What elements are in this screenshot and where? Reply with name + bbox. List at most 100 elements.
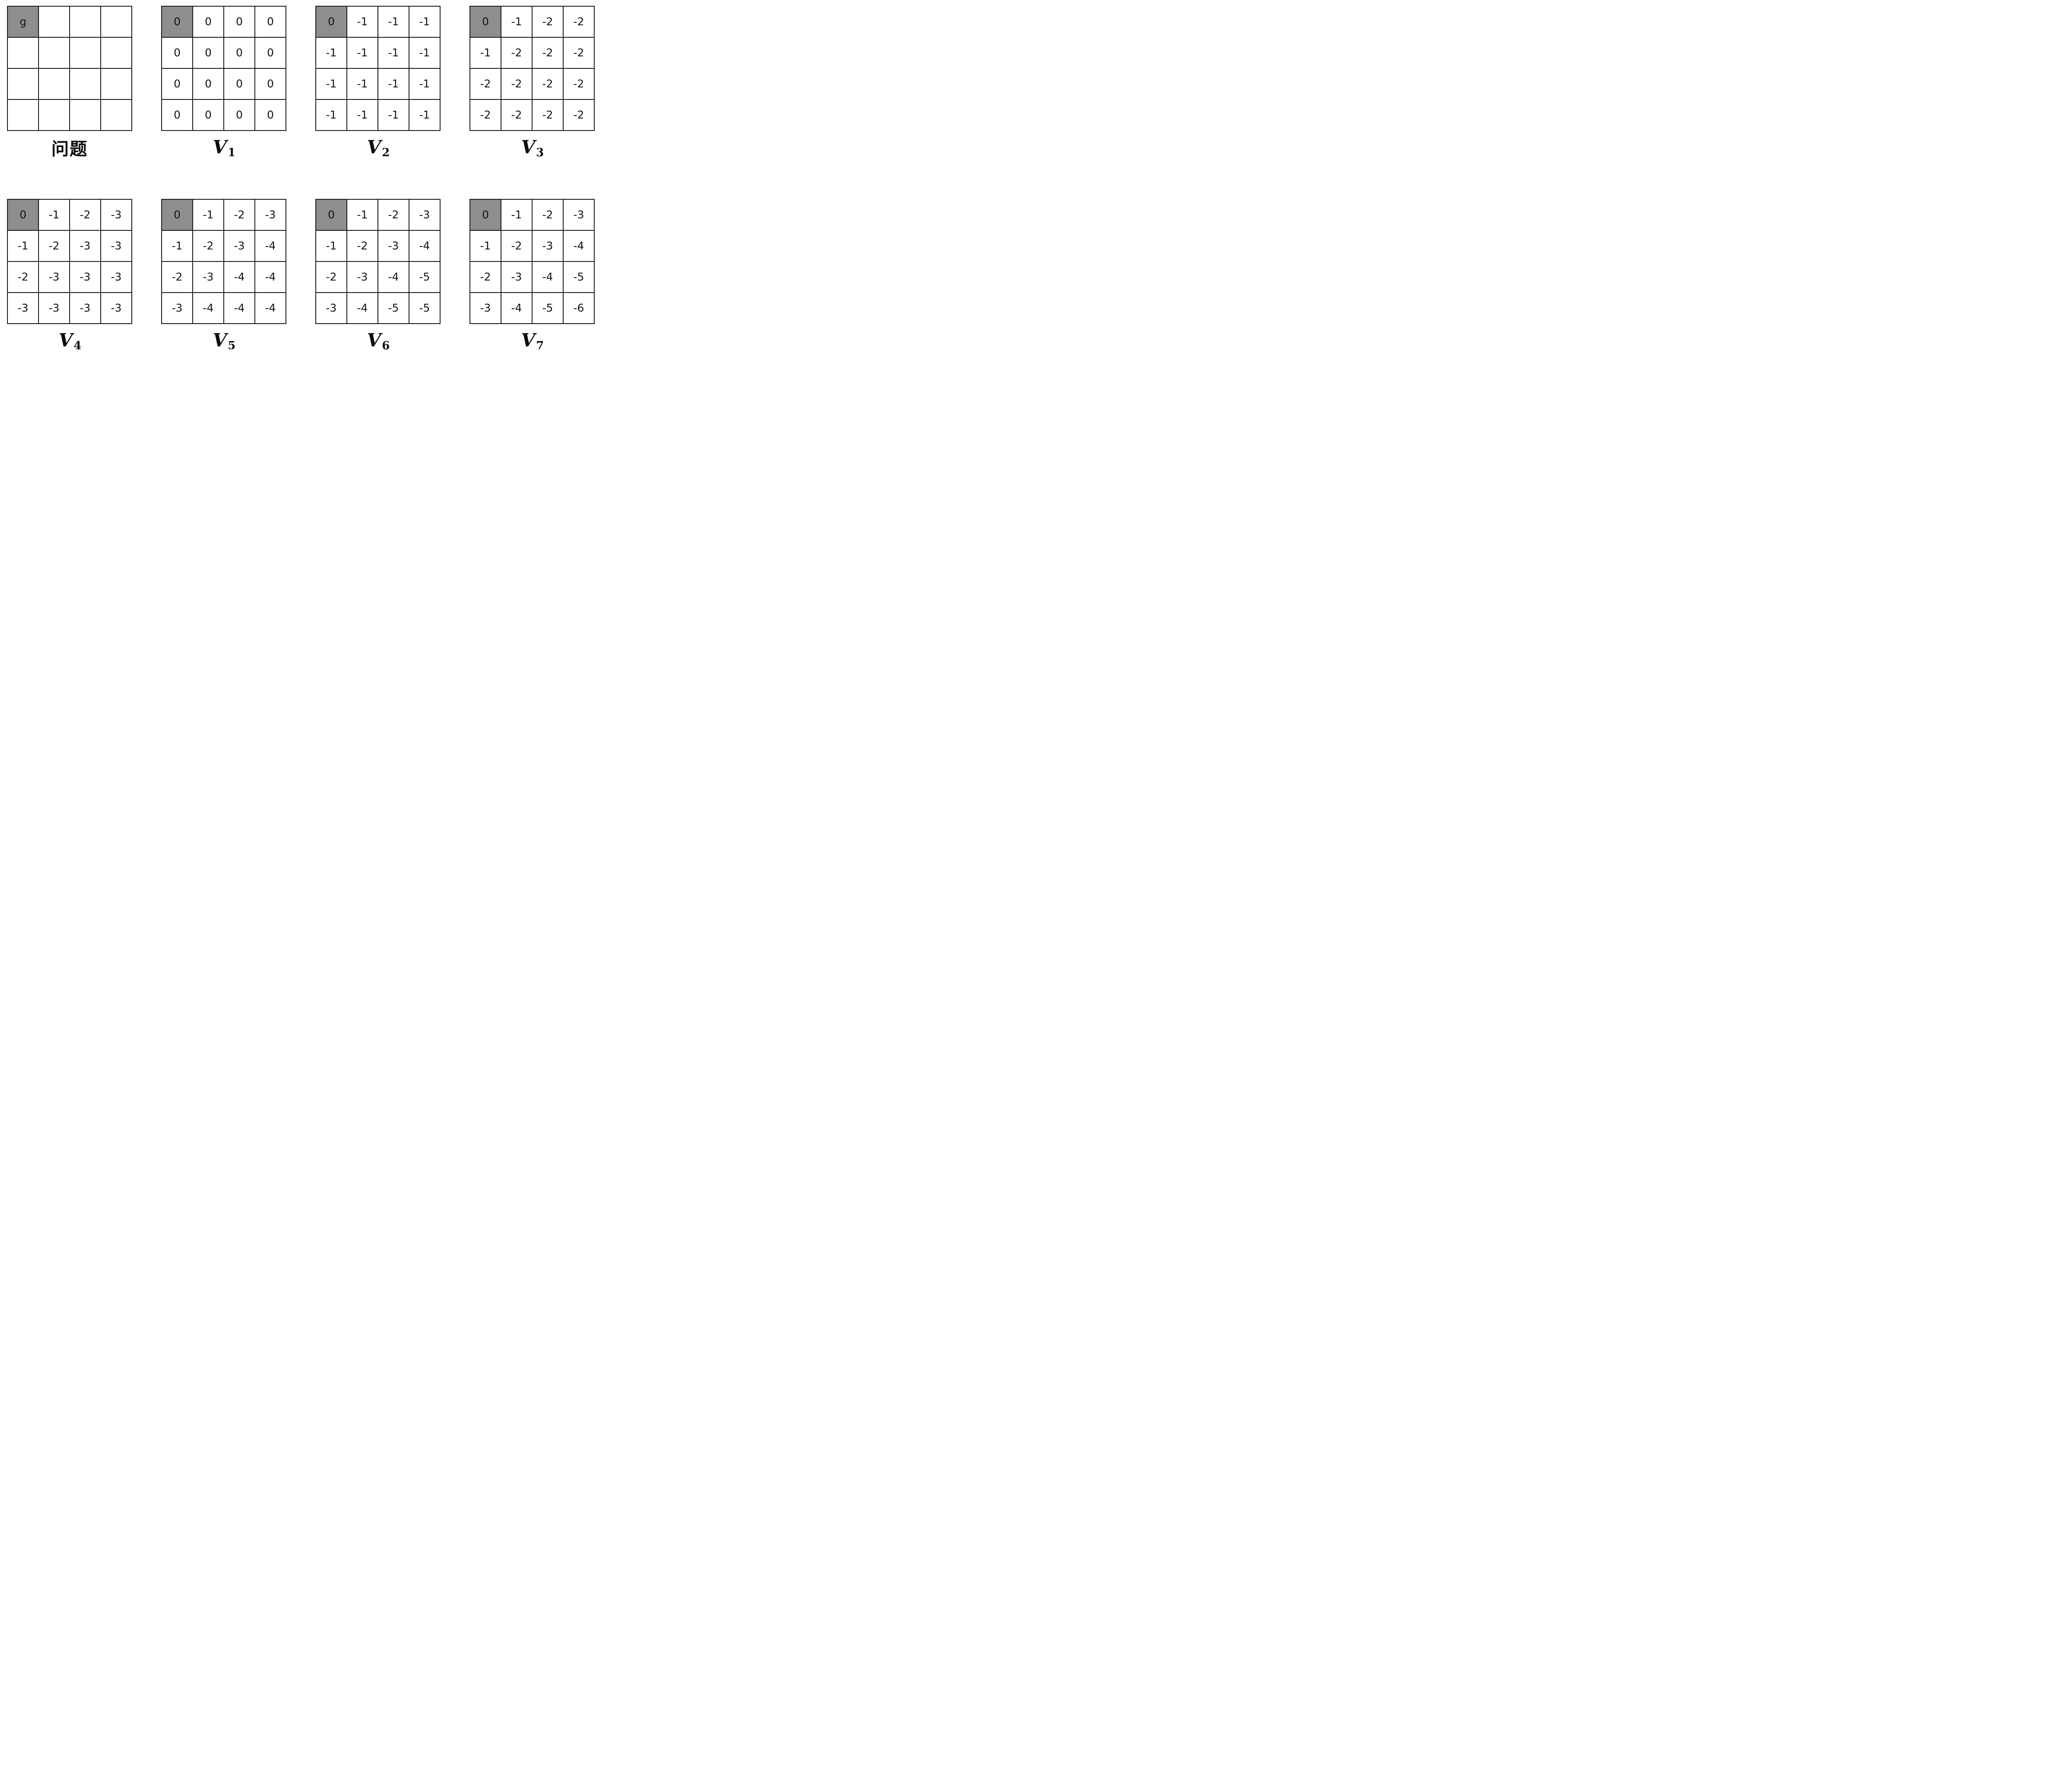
grid-cell: -2: [224, 199, 255, 230]
grid-cell: -1: [470, 37, 501, 68]
grid-cell: -5: [532, 293, 563, 324]
grid-cell: 0: [224, 6, 255, 37]
grid-cell: -1: [316, 230, 347, 261]
grid-cell: -5: [378, 293, 409, 324]
grid-cell: -3: [39, 261, 70, 293]
grid-cell: -3: [101, 230, 132, 261]
grid-cell: -4: [378, 261, 409, 293]
grid-cell: -3: [101, 261, 132, 293]
grid-cell: -4: [563, 230, 594, 261]
grid-cell: -1: [39, 199, 70, 230]
grid-cell: 0: [224, 37, 255, 68]
grid-cell: [70, 99, 101, 131]
grid-cell: [39, 37, 70, 68]
grid-cell: 0: [255, 37, 286, 68]
grid-cell: -2: [70, 199, 101, 230]
grid-cell: -3: [101, 293, 132, 324]
grid-cell: 0: [255, 68, 286, 99]
grid-4x4: 0-1-2-3-1-2-3-4-2-3-4-5-3-4-5-6: [470, 199, 595, 324]
goal-cell: 0: [316, 199, 347, 230]
grid-cell: [39, 68, 70, 99]
grid-cell: -2: [501, 99, 532, 131]
grid-cell: -1: [409, 6, 440, 37]
grid-cell: -3: [7, 293, 39, 324]
grid-cell: -4: [255, 230, 286, 261]
grid-cell: -1: [347, 199, 378, 230]
grid-cell: -1: [378, 37, 409, 68]
grid-cell: -3: [501, 261, 532, 293]
grid-cell: -6: [563, 293, 594, 324]
grid-4x4: 0-1-2-3-1-2-3-4-2-3-4-5-3-4-5-5: [315, 199, 441, 324]
grid-cell: -3: [532, 230, 563, 261]
grid-label-text: V: [58, 330, 73, 351]
grid-cell: -1: [316, 37, 347, 68]
goal-cell: 0: [162, 6, 193, 37]
grid-panel-problem: g 问题: [7, 6, 132, 159]
grid-label-subscript: 6: [382, 339, 390, 352]
grid-label-text: V: [213, 137, 227, 158]
grid-label-subscript: 4: [73, 339, 82, 352]
grid-label-subscript: 7: [536, 339, 544, 352]
grid-4x4: g: [7, 6, 132, 131]
grid-cell: [70, 37, 101, 68]
grid-cell: -1: [316, 99, 347, 131]
grid-cell: 0: [162, 37, 193, 68]
grid-cell: -1: [378, 68, 409, 99]
grid-cell: -3: [409, 199, 440, 230]
grid-4x4: 0-1-2-3-1-2-3-4-2-3-4-4-3-4-4-4: [161, 199, 286, 324]
grid-cell: -1: [501, 6, 532, 37]
grid-cell: -2: [532, 6, 563, 37]
grid-label-subscript: 5: [228, 339, 236, 352]
grid-cell: 0: [255, 6, 286, 37]
grid-4x4: 0-1-1-1-1-1-1-1-1-1-1-1-1-1-1-1: [315, 6, 441, 131]
grid-cell: -3: [224, 230, 255, 261]
grid-label-text: V: [213, 330, 227, 351]
grid-cell: -4: [224, 293, 255, 324]
grid-cell: -3: [193, 261, 224, 293]
grid-cell: -3: [70, 261, 101, 293]
grid-cell: -3: [470, 293, 501, 324]
grid-cell: -2: [563, 37, 594, 68]
grid-cell: -3: [162, 293, 193, 324]
grid-cell: -2: [563, 99, 594, 131]
grid-cell: -1: [347, 6, 378, 37]
grid-cell: -2: [470, 261, 501, 293]
grid-cell: [101, 68, 132, 99]
grid-cell: -2: [501, 37, 532, 68]
grid-cell: [7, 68, 39, 99]
grid-cell: -2: [501, 68, 532, 99]
grid-label: 问题: [51, 136, 88, 159]
grid-cell: -2: [378, 199, 409, 230]
grid-cell: -1: [347, 37, 378, 68]
grid-cell: [39, 99, 70, 131]
grid-cell: -1: [316, 68, 347, 99]
grid-cell: -1: [7, 230, 39, 261]
grid-label-text: V: [521, 330, 535, 351]
grid-4x4: 0-1-2-3-1-2-3-3-2-3-3-3-3-3-3-3: [7, 199, 132, 324]
grid-cell: -2: [39, 230, 70, 261]
grid-cell: -4: [255, 293, 286, 324]
grid-cell: -2: [470, 99, 501, 131]
grid-cell: -4: [501, 293, 532, 324]
goal-cell: 0: [470, 6, 501, 37]
grid-cell: [70, 68, 101, 99]
grid-cell: -4: [193, 293, 224, 324]
grid-cell: -2: [316, 261, 347, 293]
grid-cell: -3: [316, 293, 347, 324]
grid-cell: 0: [193, 99, 224, 131]
grid-cell: -2: [7, 261, 39, 293]
grid-cell: -1: [409, 68, 440, 99]
grid-cell: 0: [193, 37, 224, 68]
grid-cell: -4: [532, 261, 563, 293]
goal-cell: g: [7, 6, 39, 37]
grid-cell: -5: [409, 293, 440, 324]
grid-cell: 0: [193, 6, 224, 37]
grid-cell: -3: [70, 230, 101, 261]
grid-cell: -2: [470, 68, 501, 99]
